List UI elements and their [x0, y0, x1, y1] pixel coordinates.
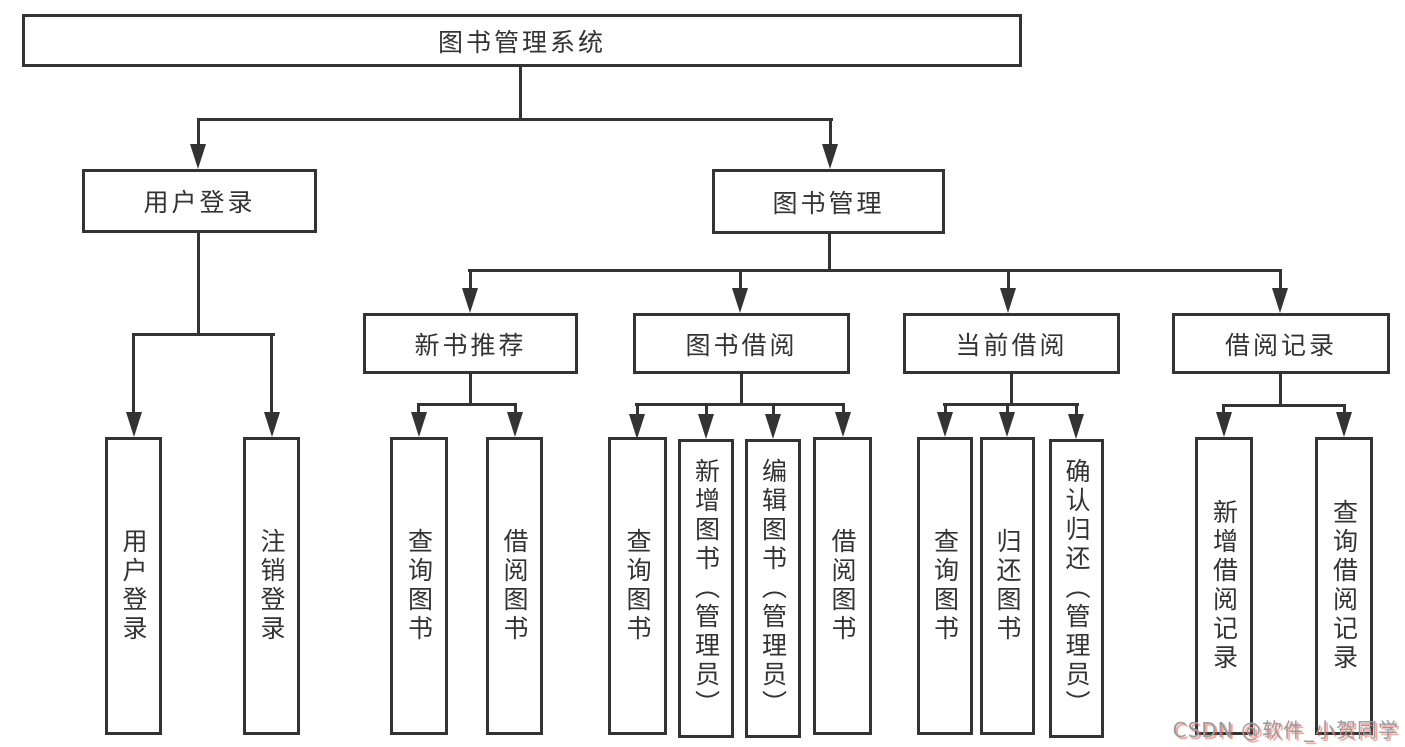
arrow-down-icon: [937, 412, 953, 437]
arrow-down-icon: [1336, 412, 1352, 437]
arrow-down-icon: [765, 414, 781, 439]
connector-tail: [1343, 404, 1346, 414]
connector-root-branch: [197, 118, 833, 121]
node-confirm-return-admin-label: 确认归还（管理员）: [1062, 458, 1091, 719]
connector-tail: [1075, 403, 1078, 416]
connector-book-mgmt-branch: [468, 269, 1282, 272]
arrow-down-icon: [1068, 414, 1084, 439]
node-confirm-return-admin: 确认归还（管理员）: [1049, 439, 1104, 738]
node-book-borrowing-label: 图书借阅: [685, 330, 798, 360]
node-borrowing-records: 借阅记录: [1172, 313, 1390, 374]
node-query-books-borrowing: 查询图书: [608, 437, 667, 735]
arrow-down-icon: [507, 412, 523, 437]
connector-tail: [705, 403, 708, 416]
node-add-books-admin: 新增图书（管理员）: [678, 439, 734, 738]
node-return-books: 归还图书: [980, 437, 1035, 735]
connector-tail: [1279, 269, 1282, 289]
connector-tail: [197, 118, 200, 145]
node-borrow-books-recommend: 借阅图书: [486, 437, 543, 735]
arrow-down-icon: [822, 144, 838, 169]
arrow-down-icon: [629, 414, 645, 439]
node-return-books-label: 归还图书: [993, 528, 1022, 644]
node-edit-books-admin: 编辑图书（管理员）: [745, 439, 801, 738]
connector-user-login-stem: [197, 232, 200, 335]
node-borrow-books: 借阅图书: [813, 437, 872, 735]
connector-tail: [772, 403, 775, 416]
node-book-borrowing: 图书借阅: [633, 313, 850, 374]
node-query-books-borrowing-label: 查询图书: [623, 528, 652, 644]
connector-current-branch: [943, 403, 1079, 406]
connector-tail: [842, 403, 845, 414]
connector-records-branch: [1222, 404, 1346, 407]
node-borrow-books-label: 借阅图书: [828, 528, 857, 644]
node-user-login-action: 用户登录: [105, 437, 162, 735]
arrow-down-icon: [835, 412, 851, 437]
node-user-login-label: 用户登录: [143, 188, 256, 217]
node-borrowing-records-label: 借阅记录: [1224, 330, 1337, 360]
node-borrow-books-recommend-label: 借阅图书: [500, 528, 529, 644]
connector-tail: [739, 269, 742, 289]
node-book-management: 图书管理: [712, 169, 945, 234]
arrow-down-icon: [732, 288, 748, 313]
connector-records-stem: [1279, 374, 1282, 406]
connector-tail: [417, 403, 420, 414]
connector-tail: [1007, 269, 1010, 289]
connector-recommend-branch: [417, 403, 517, 406]
connector-current-stem: [1010, 374, 1013, 405]
connector-book-mgmt-stem: [828, 233, 831, 271]
arrow-down-icon: [126, 412, 142, 437]
connector-tail: [1222, 404, 1225, 414]
arrow-down-icon: [264, 412, 280, 437]
arrow-down-icon: [1000, 288, 1016, 313]
node-query-books-recommend-label: 查询图书: [404, 528, 434, 644]
arrow-down-icon: [190, 144, 206, 169]
node-new-book-recommend-label: 新书推荐: [414, 330, 527, 360]
node-logout-action-label: 注销登录: [257, 528, 286, 644]
arrow-down-icon: [1216, 412, 1232, 437]
node-query-borrow-record-label: 查询借阅记录: [1329, 499, 1359, 673]
arrow-down-icon: [1272, 288, 1288, 313]
connector-tail: [944, 403, 947, 414]
arrow-down-icon: [999, 412, 1015, 437]
node-book-management-label: 图书管理: [772, 188, 885, 218]
node-new-book-recommend: 新书推荐: [363, 313, 578, 374]
connector-tail: [132, 333, 135, 413]
connector-tail: [829, 118, 832, 145]
node-query-books-current: 查询图书: [917, 437, 973, 735]
connector-tail: [270, 333, 273, 413]
connector-recommend-stem: [469, 374, 472, 405]
node-current-borrowing: 当前借阅: [903, 313, 1120, 374]
node-query-borrow-record: 查询借阅记录: [1315, 437, 1373, 735]
node-query-books-recommend: 查询图书: [390, 437, 448, 735]
node-root: 图书管理系统: [22, 14, 1022, 67]
node-edit-books-admin-label: 编辑图书（管理员）: [758, 458, 788, 719]
arrow-down-icon: [698, 414, 714, 439]
node-add-books-admin-label: 新增图书（管理员）: [691, 458, 721, 719]
arrow-down-icon: [462, 288, 478, 313]
arrow-down-icon: [411, 412, 427, 437]
node-current-borrowing-label: 当前借阅: [955, 330, 1068, 360]
node-add-borrow-record-label: 新增借阅记录: [1209, 499, 1239, 673]
node-logout-action: 注销登录: [243, 437, 300, 735]
node-user-login-action-label: 用户登录: [119, 528, 148, 644]
connector-tail: [469, 269, 472, 289]
connector-tail: [1006, 403, 1009, 414]
node-query-books-current-label: 查询图书: [930, 528, 960, 644]
node-add-borrow-record: 新增借阅记录: [1195, 437, 1253, 735]
connector-tail: [636, 403, 639, 414]
connector-root-stem: [519, 67, 522, 120]
connector-borrowing-stem: [740, 374, 743, 405]
node-user-login: 用户登录: [82, 169, 317, 233]
node-root-label: 图书管理系统: [437, 27, 606, 57]
connector-tail: [514, 403, 517, 414]
connector-user-login-branch: [132, 333, 275, 336]
connector-borrowing-branch: [635, 403, 845, 406]
